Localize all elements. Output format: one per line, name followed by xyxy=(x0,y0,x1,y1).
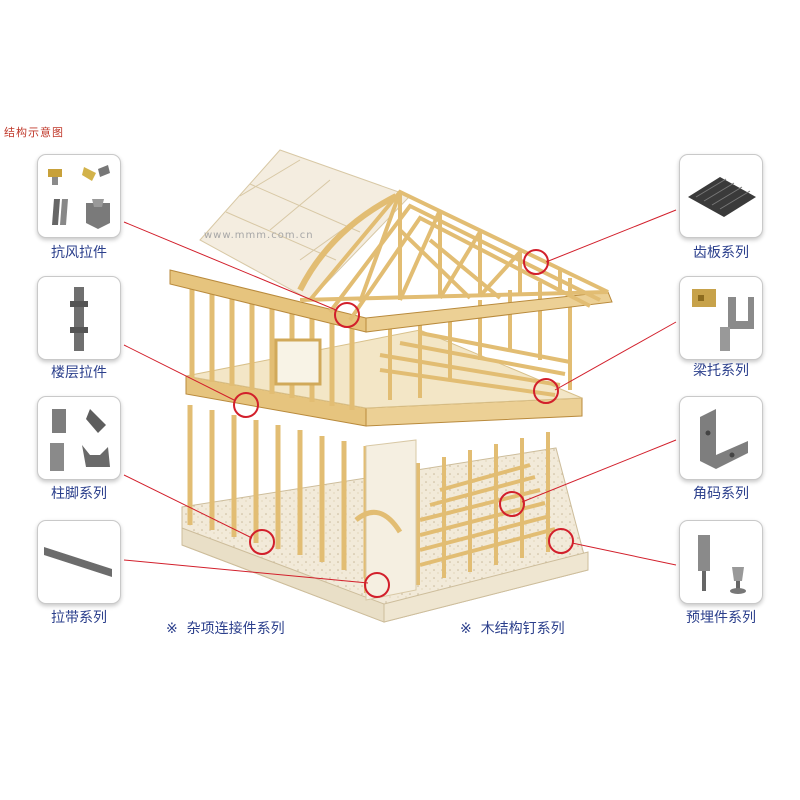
callout-strap xyxy=(364,572,390,598)
label-floor-tie: 楼层拉件 xyxy=(51,365,107,381)
watermark-text: www.mmm.com.cn xyxy=(204,230,314,241)
strap-icon xyxy=(44,547,112,577)
window-opening xyxy=(274,338,322,386)
callout-roof-tie xyxy=(334,302,360,328)
card-strap[interactable] xyxy=(37,520,121,604)
label-joist-hanger: 梁托系列 xyxy=(693,363,749,379)
label-post-base: 柱脚系列 xyxy=(51,486,107,502)
card-post-base[interactable] xyxy=(37,396,121,480)
callout-joist-hanger xyxy=(533,378,559,404)
callout-post-base xyxy=(249,529,275,555)
upper-floor-joists xyxy=(379,331,571,397)
roof-trusses xyxy=(299,189,609,322)
wood-nails-label[interactable]: ※ 木结构钉系列 xyxy=(460,618,565,638)
post-base-icon xyxy=(50,409,110,471)
callout-angle-bracket xyxy=(499,491,525,517)
card-truss-plate[interactable] xyxy=(679,154,763,238)
card-joist-hanger[interactable] xyxy=(679,276,763,360)
callout-circles xyxy=(233,249,574,598)
truss-plate-icon xyxy=(688,177,756,217)
wood-nails-text: 木结构钉系列 xyxy=(480,621,565,637)
label-angle-bracket: 角码系列 xyxy=(693,486,749,502)
hurricane-tie-icon xyxy=(48,165,110,229)
callout-truss-plate xyxy=(523,249,549,275)
corner-caption: 结构示意图 xyxy=(4,126,64,139)
card-angle-bracket[interactable] xyxy=(679,396,763,480)
callout-anchor xyxy=(548,528,574,554)
misc-connectors-text: 杂项连接件系列 xyxy=(186,621,285,637)
card-floor-tie[interactable] xyxy=(37,276,121,360)
label-strap: 拉带系列 xyxy=(51,610,107,626)
label-truss-plate: 齿板系列 xyxy=(693,245,749,261)
label-hurricane-tie: 抗风拉件 xyxy=(51,245,107,261)
callout-floor-tie xyxy=(233,392,259,418)
card-hurricane-tie[interactable] xyxy=(37,154,121,238)
misc-connectors-label[interactable]: ※ 杂项连接件系列 xyxy=(166,618,285,638)
reference-mark: ※ xyxy=(166,621,178,637)
angle-bracket-icon xyxy=(700,409,748,469)
card-anchor[interactable] xyxy=(679,520,763,604)
anchor-icon xyxy=(698,535,746,594)
reference-mark: ※ xyxy=(460,621,472,637)
floor-tie-icon xyxy=(70,287,88,351)
joist-hanger-icon xyxy=(692,289,754,351)
label-anchor: 预埋件系列 xyxy=(686,610,756,626)
callout-leaders xyxy=(123,209,677,584)
